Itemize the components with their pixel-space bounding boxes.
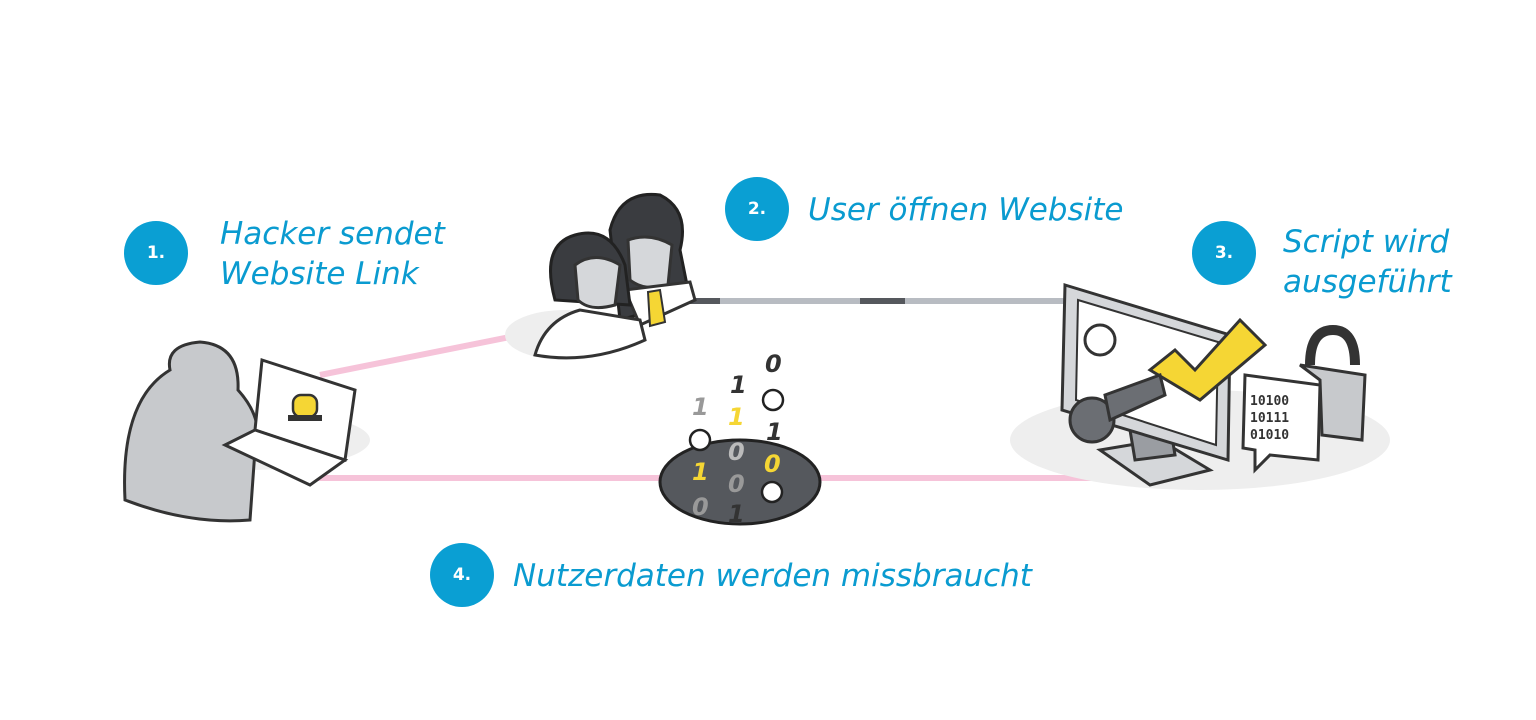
step-3-badge: 3. bbox=[1192, 221, 1256, 285]
binary-digit: 0 bbox=[728, 470, 745, 498]
binary-digit: 1 bbox=[692, 458, 709, 486]
svg-text:10111: 10111 bbox=[1250, 411, 1289, 426]
binary-digit: 1 bbox=[728, 403, 745, 431]
key-icon bbox=[1068, 396, 1116, 444]
alert-icon bbox=[291, 393, 319, 419]
skull-icon bbox=[1083, 323, 1117, 357]
binary-digit: 1 bbox=[728, 500, 745, 528]
svg-text:01010: 01010 bbox=[1250, 428, 1289, 443]
step-4-label: Nutzerdaten werden missbraucht bbox=[513, 558, 1032, 594]
data-hole: 0 1 1 1 1 0 1 0 0 0 1 bbox=[658, 350, 822, 528]
step-2-label: User öffnen Website bbox=[808, 192, 1124, 228]
binary-digit: 0 bbox=[765, 350, 782, 378]
step-3-label: Script wird ausgeführt bbox=[1283, 224, 1452, 300]
binary-digit: 1 bbox=[766, 418, 783, 446]
step-4-badge: 4. bbox=[430, 543, 494, 607]
skull-icon bbox=[688, 388, 785, 504]
checkmark-icon bbox=[1147, 317, 1268, 402]
padlock-icon bbox=[1299, 363, 1367, 442]
step-2-badge: 2. bbox=[725, 177, 789, 241]
binary-digit: 1 bbox=[692, 393, 709, 421]
svg-text:10100: 10100 bbox=[1250, 394, 1289, 409]
binary-digit: 0 bbox=[692, 493, 709, 521]
computer-figure: 10100 10111 01010 bbox=[1010, 282, 1390, 490]
binary-digit: 1 bbox=[730, 371, 747, 399]
binary-digit: 0 bbox=[728, 438, 745, 466]
binary-digit: 0 bbox=[764, 450, 781, 478]
users-figure bbox=[505, 192, 697, 360]
step-1-badge: 1. bbox=[124, 221, 188, 285]
step-1-label: Hacker sendet Website Link bbox=[220, 216, 445, 292]
hacker-figure bbox=[123, 340, 370, 523]
